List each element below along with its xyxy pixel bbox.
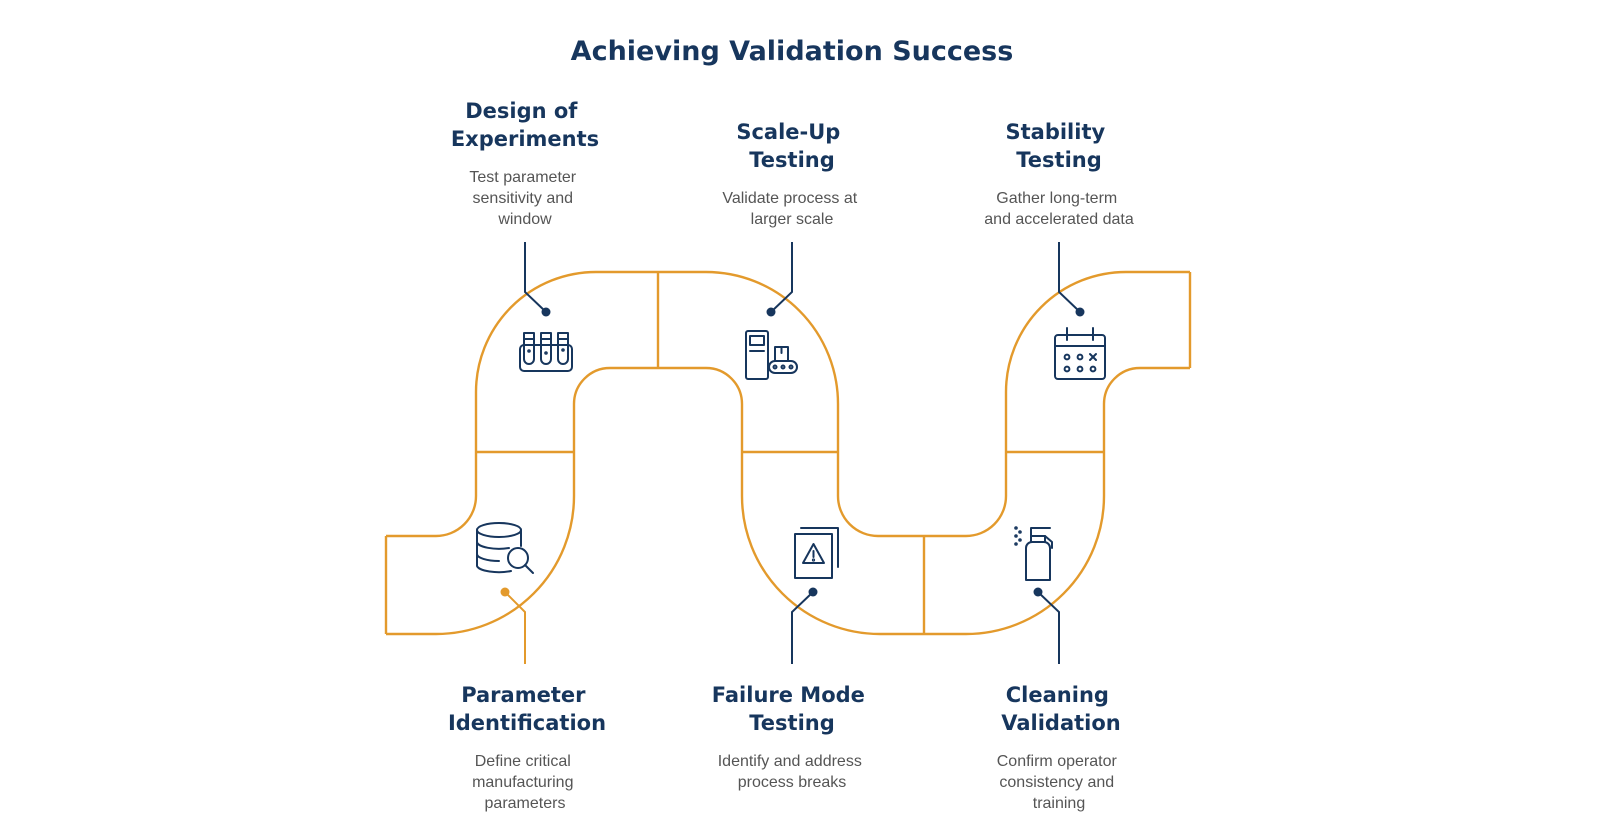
svg-text:Gather long-term and acc: Gather long-term and accelerated data — [984, 190, 1134, 228]
svg-text:Confirm operator consist: Confirm operator consistency and trainin… — [997, 753, 1122, 812]
step-title-line: Parameter — [461, 683, 586, 707]
step-design-of-experiments: Design of Experiments Test parameter sen… — [451, 99, 599, 228]
step-parameter-identification: Parameter Identification Define critical… — [448, 683, 606, 812]
step-desc-line: sensitivity and — [473, 190, 574, 207]
database-search-icon — [476, 522, 534, 574]
step-desc-line: window — [497, 211, 552, 228]
test-tubes-icon — [519, 332, 573, 372]
step-desc-line: Test parameter — [469, 169, 576, 186]
step-desc-line: parameters — [485, 795, 566, 812]
step-desc-line: process breaks — [738, 774, 847, 791]
step-scale-up-testing: Scale-Up Testing Validate process at lar… — [722, 120, 861, 228]
svg-text:Stability Testing: Stability Testing — [1005, 120, 1112, 172]
step-title-line: Validation — [1001, 711, 1121, 735]
step-title-line: Testing — [1016, 148, 1102, 172]
process-pipe — [384, 270, 1192, 636]
production-machine-icon — [745, 330, 798, 380]
step-desc-line: Identify and address — [718, 753, 862, 770]
pipe-inner-edge — [386, 366, 1190, 636]
warning-document-icon — [794, 527, 839, 579]
step-title-line: Identification — [448, 711, 606, 735]
svg-text:Identify and address pro: Identify and address process breaks — [718, 753, 867, 791]
svg-text:Parameter Identification: Parameter Identification — [448, 683, 606, 735]
step-title-line: Testing — [749, 711, 835, 735]
step-desc-line: Gather long-term — [996, 190, 1117, 207]
svg-text:Cleaning Validation: Cleaning Validation — [1001, 683, 1121, 735]
step-title-line: Testing — [749, 148, 835, 172]
step-failure-mode-testing: Failure Mode Testing Identify and addres… — [712, 683, 872, 791]
step-title-line: Stability — [1005, 120, 1105, 144]
step-title-line: Experiments — [451, 127, 599, 151]
calendar-icon — [1054, 327, 1106, 380]
step-title-line: Scale-Up — [736, 120, 840, 144]
svg-text:Define critical manufact: Define critical manufacturing parameters — [472, 753, 578, 812]
diagram-title: Achieving Validation Success — [571, 36, 1014, 67]
step-title-line: Failure Mode — [712, 683, 865, 707]
step-desc-line: consistency and — [999, 774, 1114, 791]
step-desc-line: Validate process at — [722, 190, 857, 207]
step-title-line: Design of — [465, 99, 578, 123]
svg-text:Validate process at larg: Validate process at larger scale — [722, 190, 861, 228]
step-stability-testing: Stability Testing Gather long-term and a… — [984, 120, 1134, 228]
step-desc-line: and accelerated data — [984, 211, 1134, 228]
svg-text:Design of Experiments: Design of Experiments — [451, 99, 599, 151]
step-desc-line: Confirm operator — [997, 753, 1118, 770]
step-desc-line: manufacturing — [472, 774, 573, 791]
svg-text:Test parameter sensitivi: Test parameter sensitivity and window — [469, 169, 580, 228]
step-desc-line: training — [1033, 795, 1085, 812]
step-title-line: Cleaning — [1006, 683, 1109, 707]
pipe-outer-edge — [386, 270, 1190, 538]
svg-text:Scale-Up Testing: Scale-Up Testing — [736, 120, 847, 172]
leader-lines — [500, 242, 1085, 664]
step-cleaning-validation: Cleaning Validation Confirm operator con… — [997, 683, 1122, 812]
svg-text:Failure Mode Testing: Failure Mode Testing — [712, 683, 872, 735]
spray-bottle-icon — [1014, 526, 1053, 581]
step-desc-line: larger scale — [751, 211, 834, 228]
step-desc-line: Define critical — [475, 753, 571, 770]
